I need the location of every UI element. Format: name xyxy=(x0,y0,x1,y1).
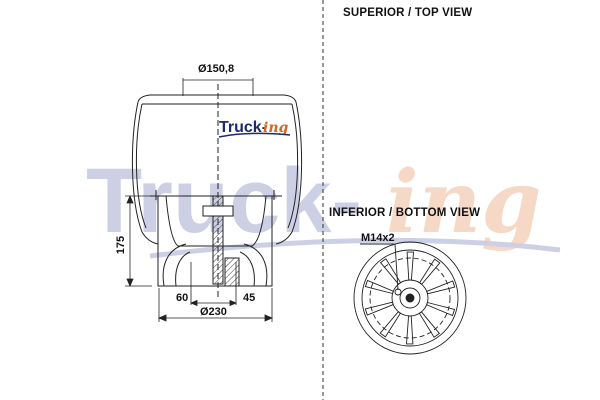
spoke xyxy=(418,258,441,285)
spoke xyxy=(379,311,402,338)
side-view xyxy=(131,84,303,300)
spoke xyxy=(406,315,414,345)
height-label: 175 xyxy=(115,236,127,254)
base-diameter-label: Ø230 xyxy=(200,306,227,318)
spoke xyxy=(426,301,456,317)
bellows-left-outer xyxy=(131,101,159,245)
bolt-nut xyxy=(202,205,234,217)
top-plate xyxy=(137,94,297,103)
top-view-title: SUPERIOR / TOP VIEW xyxy=(343,7,472,19)
logo-swoosh xyxy=(218,132,291,138)
top-diameter-label: Ø150,8 xyxy=(198,63,234,75)
thread-callout xyxy=(360,243,399,291)
side-stud xyxy=(224,257,240,287)
center-hole xyxy=(405,293,415,303)
bottom-view-title: INFERIOR / BOTTOM VIEW xyxy=(329,207,480,219)
spoke xyxy=(426,280,456,295)
spokes xyxy=(364,251,456,345)
watermark-main-text: Truck- xyxy=(86,150,362,252)
spoke xyxy=(406,251,414,281)
center-bolt xyxy=(212,195,224,285)
spoke xyxy=(364,301,394,316)
watermark-swoosh xyxy=(149,237,561,259)
outer-rim xyxy=(353,241,467,355)
spoke xyxy=(364,279,394,295)
logo-main-text: Truck- xyxy=(219,119,267,136)
piston-body xyxy=(157,196,273,287)
logo-accent-text: ing xyxy=(263,120,288,136)
dimension-lines xyxy=(125,78,274,322)
spoke xyxy=(379,258,402,285)
brand-logo: Truck- ing xyxy=(218,119,291,138)
bottom-view xyxy=(353,241,467,355)
spoke xyxy=(418,311,441,338)
watermark: Truck- ing xyxy=(86,150,561,259)
right-offset-label: 45 xyxy=(243,292,255,304)
watermark-accent-text: ing xyxy=(386,152,541,253)
bellows-right-outer xyxy=(275,101,303,245)
left-offset-label: 60 xyxy=(176,292,188,304)
thread-label: M14x2 xyxy=(361,232,395,244)
